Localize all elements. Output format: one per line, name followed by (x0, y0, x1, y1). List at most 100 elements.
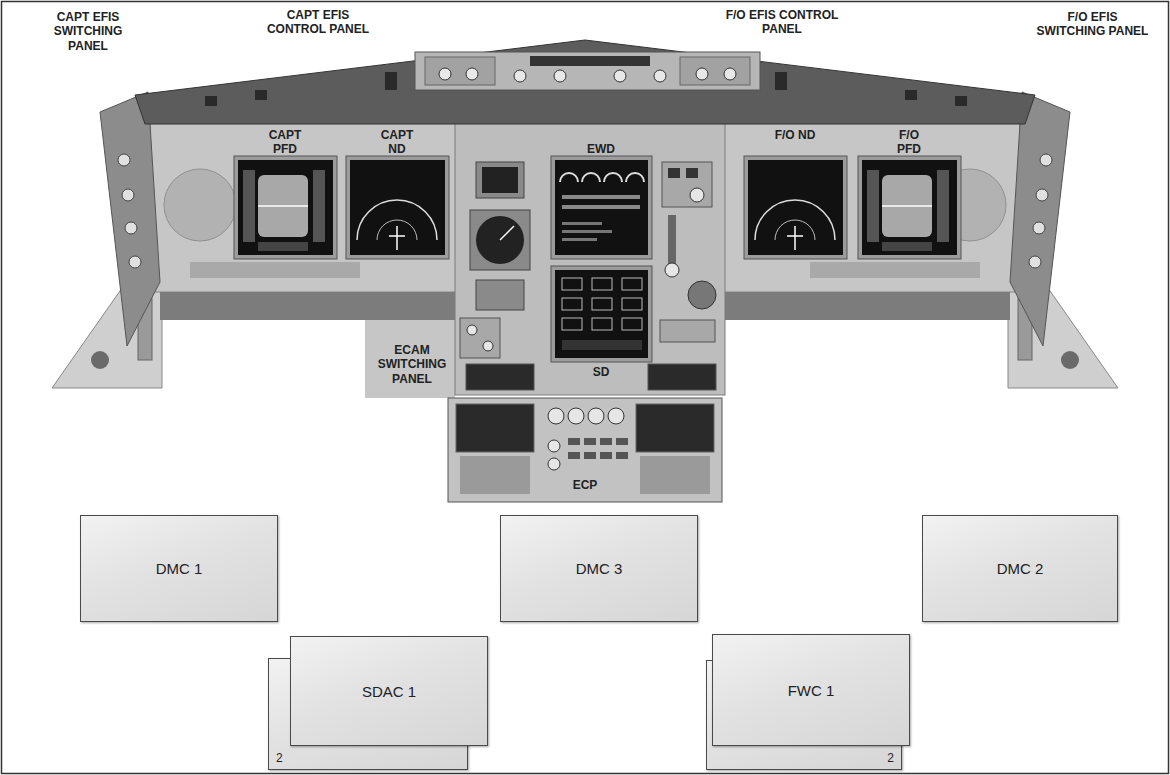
pfd-screens (882, 175, 932, 237)
part-label: CAPT PFD (264, 128, 306, 157)
efis-switching-panels (122, 189, 134, 201)
part-label: CAPT ND (376, 128, 418, 157)
part-label: CAPT EFIS CONTROL PANEL (258, 8, 378, 37)
unit-name: SDAC 1 (362, 683, 416, 700)
part-label: ECAM SWITCHING PANEL (368, 343, 456, 386)
display-frames (346, 156, 449, 259)
ecp-pedestal (448, 398, 722, 502)
ecam-screens (555, 160, 648, 358)
ecp-pedestal (568, 438, 580, 445)
pfd-screens (258, 242, 308, 251)
centre-panel-controls (690, 188, 704, 202)
ecp-pedestal (616, 452, 628, 459)
efis-switching-panels (1033, 222, 1045, 234)
glareshield (654, 70, 666, 82)
standby-instruments (482, 167, 518, 193)
glareshield (530, 56, 650, 66)
ecp-pedestal (588, 408, 604, 424)
main-panel (455, 120, 725, 395)
glareshield (415, 52, 760, 90)
part-label: CAPT EFIS SWITCHING PANEL (38, 10, 138, 53)
part-label: EWD (580, 142, 622, 156)
part-label: F/O EFIS SWITCHING PANEL (1035, 10, 1150, 39)
centre-panel-controls (668, 168, 680, 178)
ecam-screens (560, 173, 578, 182)
pfd-screens (882, 242, 932, 251)
standby-instruments (500, 226, 514, 240)
ecp-pedestal (568, 408, 584, 424)
glareshield (135, 40, 1035, 124)
ecp-pedestal (568, 452, 580, 459)
glareshield (955, 96, 967, 106)
standby-instruments (460, 162, 530, 358)
nd-screens (389, 235, 405, 237)
ecp-pedestal (600, 438, 612, 445)
nd-screens (794, 226, 796, 250)
nd-screens (350, 160, 445, 255)
ecp-pedestal (456, 404, 534, 452)
main-panel (365, 320, 455, 398)
ecam-screens (592, 278, 612, 290)
main-panel (164, 169, 236, 241)
glareshield (385, 72, 397, 90)
pfd-screens (862, 160, 957, 255)
ecam-screens (562, 205, 640, 209)
pfd-screens (313, 170, 325, 242)
centre-panel-controls (668, 215, 676, 265)
centre-panel-controls (466, 162, 716, 390)
ecp-pedestal (608, 408, 624, 424)
pfd-screens (937, 170, 949, 242)
ecam-screens (555, 270, 648, 358)
display-frames (234, 156, 337, 259)
standby-instruments (483, 341, 493, 351)
glareshield (439, 68, 451, 80)
ecam-screens (562, 230, 612, 233)
main-panel (190, 262, 360, 278)
main-panel (810, 262, 980, 278)
display-frames (551, 156, 652, 259)
nd-screens (748, 160, 843, 255)
glareshield (724, 68, 736, 80)
ecp-pedestal (584, 452, 596, 459)
pfd-screens (258, 205, 308, 207)
centre-panel-controls (688, 281, 716, 309)
part-label: F/O ND (774, 128, 816, 142)
nd-screens (787, 235, 803, 237)
part-label: F/O PFD (888, 128, 930, 157)
nd-screens (396, 226, 398, 250)
efis-switching-panels (100, 92, 160, 346)
efis-switching-panels (1036, 189, 1048, 201)
ecam-screens (622, 278, 642, 290)
ecp-pedestal (640, 456, 710, 494)
pfd-screens (258, 175, 308, 237)
unit-box: FWC 1 (712, 634, 910, 746)
efis-switching-panels (1040, 154, 1052, 166)
unit-box: DMC 1 (80, 515, 278, 622)
glareshield (466, 68, 478, 80)
ecp-pedestal (548, 458, 560, 470)
centre-panel-controls (648, 364, 716, 390)
standby-instruments (476, 162, 524, 198)
ecp-pedestal (616, 438, 628, 445)
display-frames (744, 156, 847, 259)
glareshield (205, 96, 217, 106)
glareshield (135, 40, 1035, 124)
unit-number: 2 (276, 751, 283, 765)
ecp-pedestal (460, 456, 530, 494)
ecam-screens (622, 318, 642, 330)
nd-screens (350, 160, 843, 255)
efis-switching-panels (1010, 92, 1070, 346)
efis-switching-panels (1029, 256, 1041, 268)
unit-box: SDAC 1 (290, 636, 488, 746)
main-panel (150, 120, 1020, 398)
glareshield (680, 57, 750, 85)
ecp-pedestal (584, 438, 596, 445)
standby-instruments (476, 216, 524, 264)
unit-box: DMC 3 (500, 515, 698, 622)
centre-panel-controls (662, 162, 712, 207)
ecam-screens (562, 278, 582, 290)
ecam-screens (562, 222, 602, 225)
ecp-pedestal (448, 398, 722, 502)
